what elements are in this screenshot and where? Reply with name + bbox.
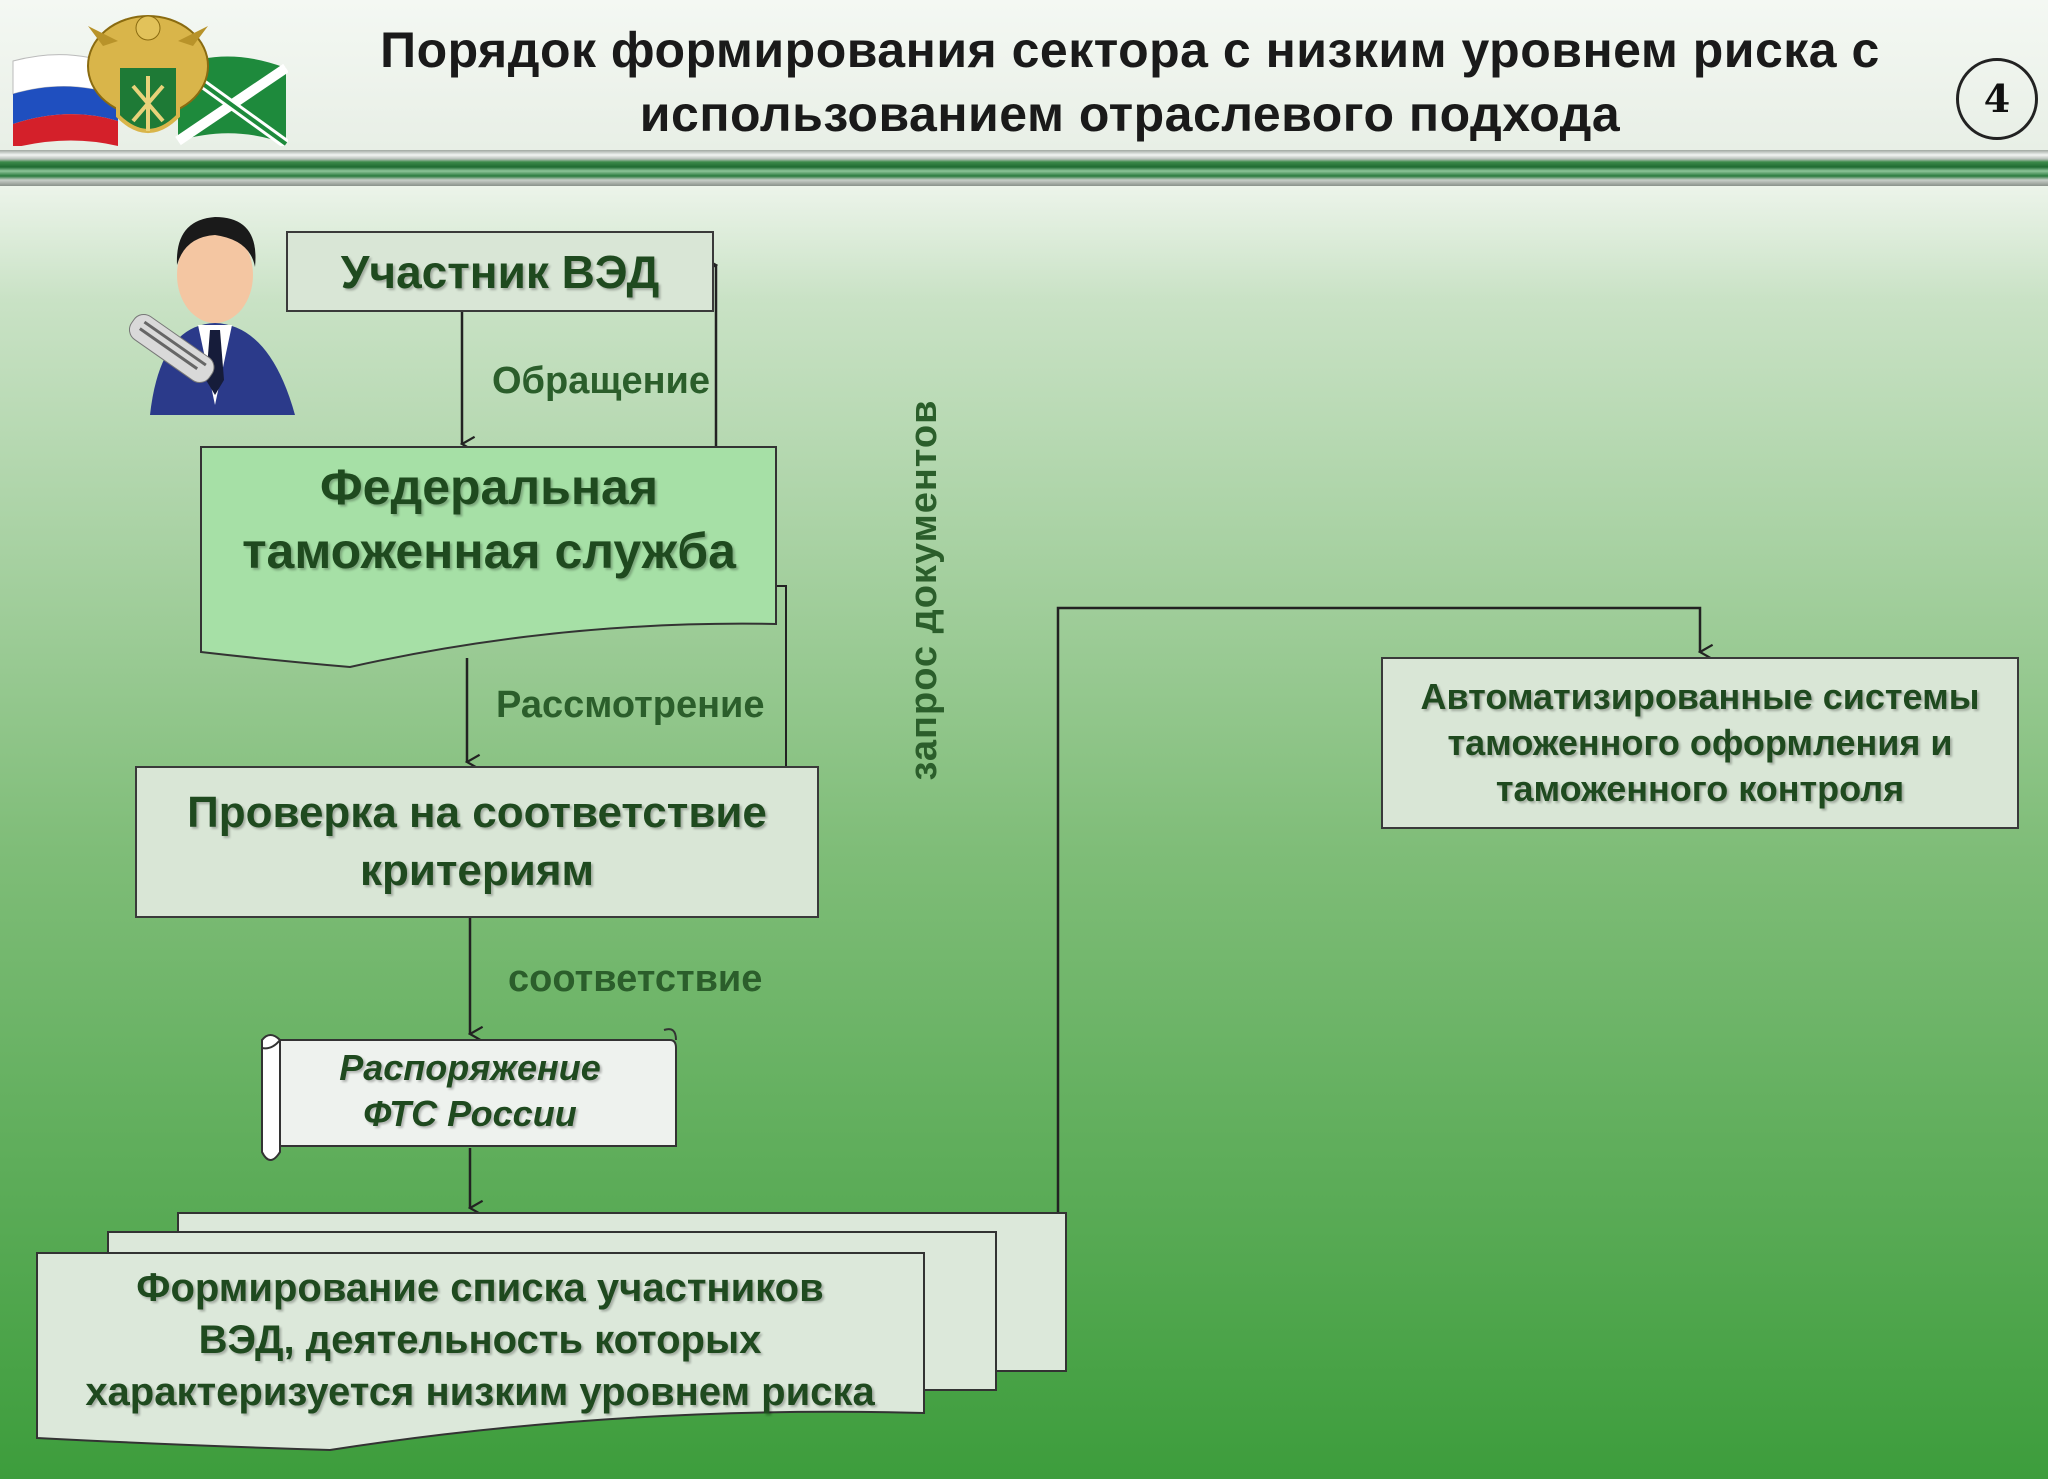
- check-line-1: Проверка на соответствие: [187, 788, 767, 837]
- title-line-2: использованием отраслевого подхода: [639, 86, 1621, 142]
- edge-label-document-request: запрос документов: [903, 399, 945, 781]
- automated-systems-node: Автоматизированные системы таможенного о…: [1381, 657, 2019, 829]
- low-risk-list-node-label: Формирование списка участников ВЭД, деят…: [40, 1262, 920, 1418]
- title-line-1: Порядок формирования сектора с низким ур…: [380, 22, 1880, 78]
- check-line-2: критериям: [359, 846, 595, 895]
- list-line-3: характеризуется низким уровнем риска: [85, 1370, 875, 1414]
- businessman-icon: [128, 217, 295, 415]
- edge-label-appeal: Обращение: [492, 360, 711, 402]
- fts-node-shape: [200, 446, 777, 669]
- edge-label-compliance: соответствие: [508, 958, 763, 1000]
- automated-line-3: таможенного контроля: [1495, 768, 1905, 809]
- fts-line-1: Федеральная: [319, 459, 659, 515]
- criteria-check-node: Проверка на соответствие критериям: [135, 766, 819, 918]
- list-line-1: Формирование списка участников: [136, 1266, 824, 1310]
- fts-line-2: таможенная служба: [242, 523, 736, 579]
- decree-node-shape: [261, 1028, 677, 1161]
- participant-node: Участник ВЭД: [286, 231, 714, 312]
- list-node-shape: [36, 1212, 1067, 1452]
- list-line-2: ВЭД, деятельность которых: [198, 1318, 762, 1362]
- decree-line-1: Распоряжение: [339, 1047, 601, 1088]
- customs-emblem-icon: [12, 15, 288, 146]
- header-divider: [0, 150, 2048, 186]
- edge-label-review: Рассмотрение: [496, 684, 765, 726]
- decree-line-2: ФТС России: [363, 1093, 577, 1134]
- page-number-badge: 4: [1956, 58, 2038, 140]
- automated-line-2: таможенного оформления и: [1447, 722, 1953, 763]
- decree-node-label: Распоряжение ФТС России: [290, 1045, 650, 1137]
- edge-to-automated: [1056, 606, 1700, 1213]
- header: [0, 0, 2048, 150]
- automated-line-1: Автоматизированные системы: [1420, 676, 1980, 717]
- fts-node-label: Федеральная таможенная служба: [200, 455, 778, 583]
- page-title: Порядок формирования сектора с низким ур…: [280, 18, 1980, 146]
